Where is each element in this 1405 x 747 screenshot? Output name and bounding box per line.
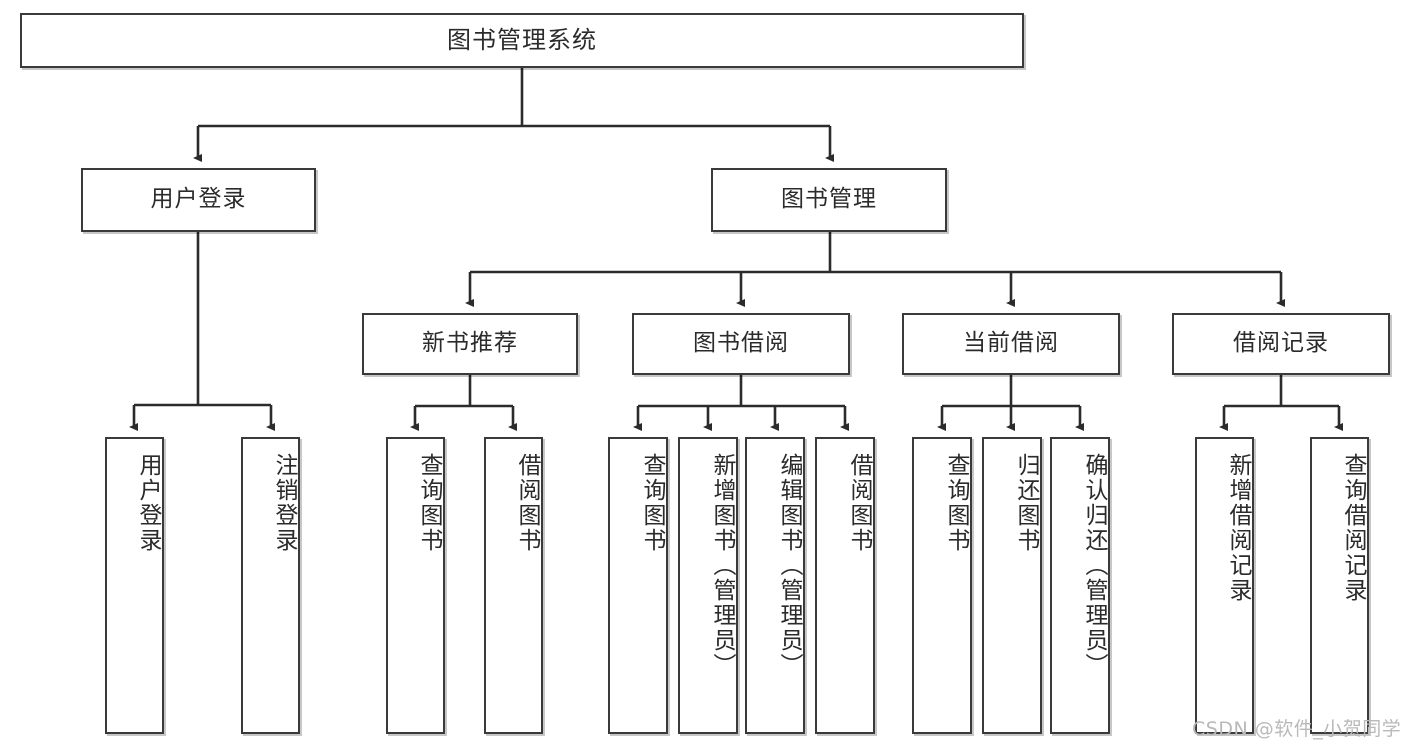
node-book-manage[interactable]: 图书管理 xyxy=(711,168,947,232)
node-leaf-user-login-label: 用户登录 xyxy=(135,453,161,553)
node-user-login-label: 用户登录 xyxy=(150,186,247,213)
node-leaf-query-book-3-label: 查询图书 xyxy=(943,453,969,553)
node-leaf-logout[interactable]: 注销登录 xyxy=(241,437,300,734)
node-leaf-add-record[interactable]: 新增借阅记录 xyxy=(1195,437,1254,734)
node-borrow-record-label: 借阅记录 xyxy=(1233,330,1329,357)
node-leaf-confirm-return-label: 确认归还（管理员） xyxy=(1081,453,1107,678)
node-leaf-add-record-label: 新增借阅记录 xyxy=(1225,453,1251,603)
csdn-watermark: CSDN @软件_小贺同学 xyxy=(1192,718,1402,740)
node-leaf-query-book-1-label: 查询图书 xyxy=(416,453,442,553)
node-current-borrow[interactable]: 当前借阅 xyxy=(902,313,1120,375)
node-leaf-confirm-return[interactable]: 确认归还（管理员） xyxy=(1050,437,1110,734)
node-borrow-record[interactable]: 借阅记录 xyxy=(1172,313,1390,375)
node-leaf-borrow-book-1[interactable]: 借阅图书 xyxy=(484,437,543,734)
node-leaf-borrow-book-1-label: 借阅图书 xyxy=(514,453,540,553)
node-leaf-query-book-1[interactable]: 查询图书 xyxy=(386,437,445,734)
node-leaf-edit-book-label: 编辑图书（管理员） xyxy=(776,453,802,678)
node-leaf-query-book-3[interactable]: 查询图书 xyxy=(912,437,972,734)
node-root-label: 图书管理系统 xyxy=(447,26,597,55)
node-new-book-recommend-label: 新书推荐 xyxy=(422,330,518,357)
node-current-borrow-label: 当前借阅 xyxy=(963,330,1059,357)
node-leaf-add-book-label: 新增图书（管理员） xyxy=(709,453,735,678)
node-leaf-borrow-book-2-label: 借阅图书 xyxy=(846,453,872,553)
node-root[interactable]: 图书管理系统 xyxy=(20,13,1024,68)
node-leaf-query-book-2[interactable]: 查询图书 xyxy=(608,437,668,734)
node-book-borrow-label: 图书借阅 xyxy=(693,330,789,357)
node-leaf-logout-label: 注销登录 xyxy=(271,453,297,553)
node-leaf-return-book[interactable]: 归还图书 xyxy=(982,437,1042,734)
node-leaf-return-book-label: 归还图书 xyxy=(1013,453,1039,553)
node-leaf-query-record[interactable]: 查询借阅记录 xyxy=(1310,437,1369,734)
node-leaf-query-record-label: 查询借阅记录 xyxy=(1340,453,1366,603)
node-user-login[interactable]: 用户登录 xyxy=(81,168,316,232)
node-book-manage-label: 图书管理 xyxy=(781,186,877,213)
node-leaf-query-book-2-label: 查询图书 xyxy=(639,453,665,553)
node-leaf-user-login[interactable]: 用户登录 xyxy=(105,437,164,734)
node-book-borrow[interactable]: 图书借阅 xyxy=(632,313,850,375)
node-leaf-edit-book[interactable]: 编辑图书（管理员） xyxy=(745,437,805,734)
node-leaf-add-book[interactable]: 新增图书（管理员） xyxy=(678,437,738,734)
node-new-book-recommend[interactable]: 新书推荐 xyxy=(362,313,578,375)
node-leaf-borrow-book-2[interactable]: 借阅图书 xyxy=(815,437,875,734)
